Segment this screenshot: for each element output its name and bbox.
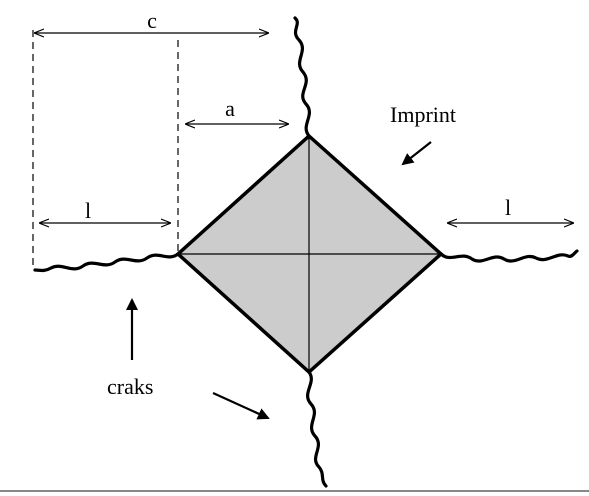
cracks-pointer-arrow [212,391,270,420]
crack-bottom [306,370,328,488]
label-l-right: l [505,195,511,220]
label-cracks: craks [107,374,153,399]
label-imprint: Imprint [390,102,456,127]
label-a: a [225,96,235,121]
label-c: c [147,8,157,33]
label-l-left: l [85,198,91,223]
crack-right [439,249,579,263]
crack-top [293,16,312,138]
imprint-pointer-arrow [401,141,432,166]
crack-left [33,252,180,273]
